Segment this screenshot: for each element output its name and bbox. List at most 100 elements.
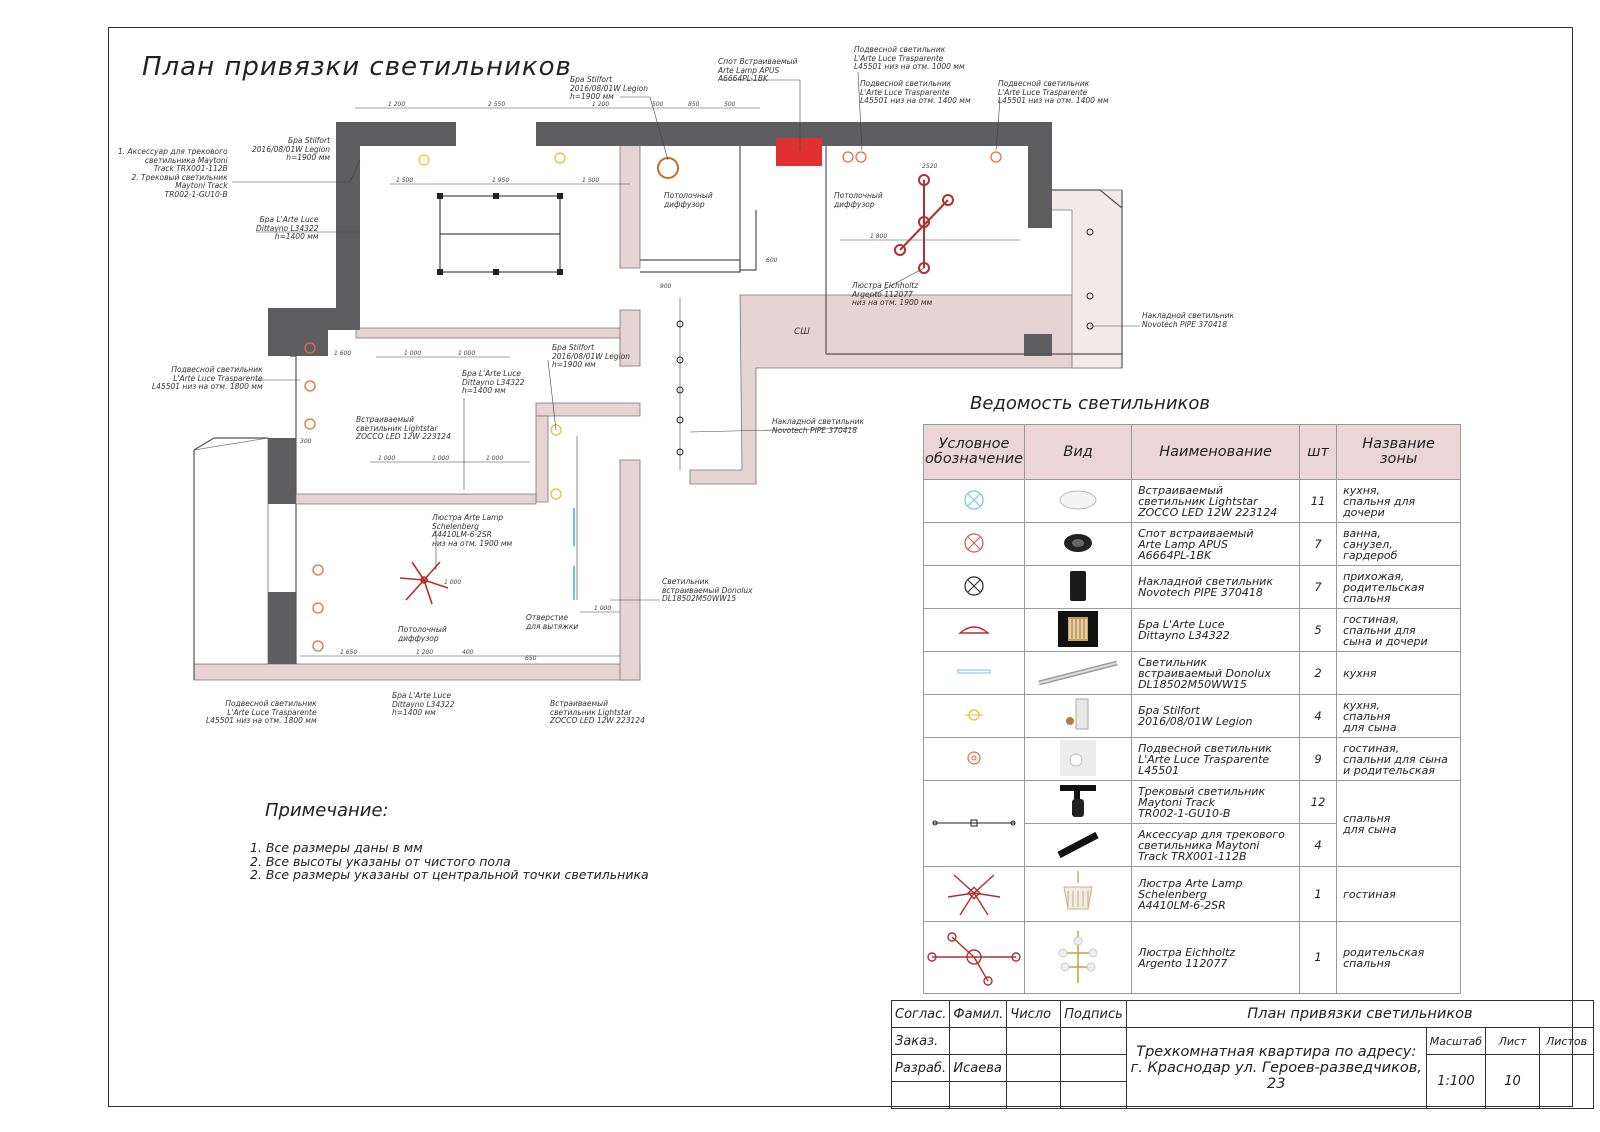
item-qty: 1 bbox=[1299, 866, 1338, 922]
linear-light-picture-icon bbox=[1024, 651, 1133, 695]
table-row: Накладной светильник Novotech PIPE 37041… bbox=[922, 565, 1462, 609]
dim: 2520 bbox=[922, 163, 937, 170]
item-qty: 2 bbox=[1299, 651, 1338, 695]
callout-pendant-2: Подвесной светильник L'Arte Luce Traspar… bbox=[854, 45, 965, 71]
title-block: Соглас. Фамил. Число Подпись План привяз… bbox=[890, 1000, 1595, 1109]
item-qty: 4 bbox=[1299, 823, 1338, 867]
spot-symbol-icon bbox=[922, 522, 1026, 566]
table-row: Спот встраиваемый Arte Lamp APUS A6664PL… bbox=[922, 522, 1462, 566]
item-zone: гостиная, спальни для сына и родительска… bbox=[1336, 737, 1462, 781]
item-name: Спот встраиваемый Arte Lamp APUS A6664PL… bbox=[1131, 522, 1301, 566]
cylinder-picture-icon bbox=[1024, 565, 1133, 609]
crystal-sconce-picture-icon bbox=[1024, 608, 1133, 652]
stamp-scale: 1:100 bbox=[1425, 1054, 1487, 1109]
note-item: 2. Все высоты указаны от чистого пола bbox=[250, 853, 511, 869]
callout-pipe-2: Накладной светильник Novotech PIPE 37041… bbox=[772, 417, 865, 435]
dim: 1 000 bbox=[444, 579, 461, 586]
floor-finish bbox=[193, 144, 1123, 681]
dim: 1 650 bbox=[340, 649, 357, 656]
callout-eichholtz: Люстра Eichholtz Argento 112077 низ на о… bbox=[852, 281, 933, 307]
table-row: Светильник встраиваемый Donolux DL18502M… bbox=[922, 651, 1462, 695]
stamp-cell bbox=[1060, 1054, 1127, 1082]
table-row: Люстра Arte Lamp Schelenberg A4410LM-6-2… bbox=[922, 866, 1462, 922]
item-name: Бра Stilfort 2016/08/01W Legion bbox=[1131, 694, 1301, 738]
dim: 500 bbox=[652, 101, 664, 108]
item-name: Трековый светильник Maytoni Track TR002-… bbox=[1131, 780, 1301, 824]
dim: 1 500 bbox=[582, 177, 599, 184]
stamp-sheet: 10 bbox=[1485, 1054, 1541, 1109]
drawing-sheet-frame bbox=[108, 27, 1573, 1107]
stamp-sheet-label: Лист bbox=[1485, 1027, 1541, 1055]
track-rail-picture-icon bbox=[1024, 823, 1133, 867]
item-qty: 11 bbox=[1299, 479, 1338, 523]
dim: 2 550 bbox=[488, 101, 505, 108]
callout-stilfort-3: Бра Stilfort 2016/08/01W Legion h=1900 м… bbox=[552, 343, 631, 369]
leader-lines bbox=[232, 71, 1140, 601]
item-zone: ванна, санузел, гардероб bbox=[1336, 522, 1462, 566]
structural-walls bbox=[268, 122, 1052, 664]
dim: 1 200 bbox=[592, 101, 609, 108]
table-row: Подвесной светильник L'Arte Luce Traspar… bbox=[922, 737, 1462, 781]
stamp-sheets-label: Листов bbox=[1539, 1027, 1595, 1055]
stamp-cell bbox=[1006, 1081, 1062, 1109]
pendants bbox=[304, 151, 1002, 652]
item-zone: кухня, спальня для дочери bbox=[1336, 479, 1462, 523]
item-qty: 1 bbox=[1299, 921, 1338, 994]
partition-walls bbox=[193, 146, 1123, 680]
bathroom-spots bbox=[657, 138, 822, 179]
callout-diffuser-3: Потолочный диффузор bbox=[398, 625, 447, 643]
dim: 1 600 bbox=[334, 350, 351, 357]
callout-pendant-5: Подвесной светильник L'Arte Luce Traspar… bbox=[206, 699, 317, 725]
item-name: Аксессуар для трекового светильника Mayt… bbox=[1131, 823, 1301, 867]
callout-hood-hole: Отверстие для вытяжки bbox=[526, 613, 579, 631]
item-zone: спальня для сына bbox=[1336, 780, 1462, 867]
callout-apus: Спот Встраиваемый Arte Lamp APUS A6664PL… bbox=[718, 57, 798, 83]
stamp-developer: Исаева bbox=[949, 1054, 1008, 1082]
table-row: Встраиваемый светильник Lightstar ZOCCO … bbox=[922, 479, 1462, 523]
dim: 1 500 bbox=[396, 177, 413, 184]
pendant-symbol-icon bbox=[922, 737, 1026, 781]
table-row: Бра L'Arte Luce Dittayno L34322 5 гостин… bbox=[922, 608, 1462, 652]
globe-chandelier-picture-icon bbox=[1024, 921, 1133, 994]
chandelier-schelenberg bbox=[399, 561, 449, 605]
stamp-scale-label: Масштаб bbox=[1425, 1027, 1487, 1055]
stamp-cell bbox=[949, 1027, 1008, 1055]
notes-title: Примечание: bbox=[265, 800, 389, 821]
item-qty: 12 bbox=[1299, 780, 1338, 824]
item-zone: прихожая, родительская спальня bbox=[1336, 565, 1462, 609]
item-qty: 4 bbox=[1299, 694, 1338, 738]
stamp-cell bbox=[1060, 1081, 1127, 1109]
dim: 650 bbox=[525, 655, 537, 662]
stamp-sheets bbox=[1539, 1054, 1595, 1109]
item-name: Бра L'Arte Luce Dittayno L34322 bbox=[1131, 608, 1301, 652]
item-name: Люстра Arte Lamp Schelenberg A4410LM-6-2… bbox=[1131, 866, 1301, 922]
surface-light-symbol-icon bbox=[922, 565, 1026, 609]
callout-pendant-1: Подвесной светильник L'Arte Luce Traspar… bbox=[152, 365, 263, 391]
callout-pendant-3: Подвесной светильник L'Arte Luce Traspar… bbox=[860, 79, 971, 105]
item-name: Накладной светильник Novotech PIPE 37041… bbox=[1131, 565, 1301, 609]
callout-dittayno-1: Бра L'Arte Luce Dittayno L34322 h=1400 м… bbox=[256, 215, 319, 241]
stamp-col: Фамил. bbox=[949, 1000, 1008, 1028]
black-spot-picture-icon bbox=[1024, 522, 1133, 566]
track-spot-picture-icon bbox=[1024, 780, 1133, 824]
stamp-col: Подпись bbox=[1060, 1000, 1127, 1028]
dimension-lines bbox=[300, 107, 1020, 657]
dim: 1 200 bbox=[388, 101, 405, 108]
stamp-sheet-title: План привязки светильников bbox=[1125, 1000, 1595, 1028]
item-qty: 9 bbox=[1299, 737, 1338, 781]
stamp-cell bbox=[949, 1081, 1008, 1109]
chandelier-6-symbol-icon bbox=[922, 866, 1026, 922]
stamp-cell bbox=[890, 1081, 951, 1109]
item-zone: гостиная, спальни для сына и дочери bbox=[1336, 608, 1462, 652]
col-picture: Вид bbox=[1024, 424, 1133, 480]
item-qty: 7 bbox=[1299, 522, 1338, 566]
callout-track: 1. Аксессуар для трекового светильника M… bbox=[118, 147, 228, 199]
col-qty: шт bbox=[1299, 424, 1338, 480]
dim: 300 bbox=[300, 438, 312, 445]
crystal-chandelier-picture-icon bbox=[1024, 866, 1133, 922]
item-zone: кухня, спальня для сына bbox=[1336, 694, 1462, 738]
callout-zocco-1: Встраиваемый светильник Lightstar ZOCCO … bbox=[356, 415, 451, 441]
item-qty: 7 bbox=[1299, 565, 1338, 609]
item-name: Встраиваемый светильник Lightstar ZOCCO … bbox=[1131, 479, 1301, 523]
schedule-title: Ведомость светильников bbox=[970, 393, 1211, 414]
